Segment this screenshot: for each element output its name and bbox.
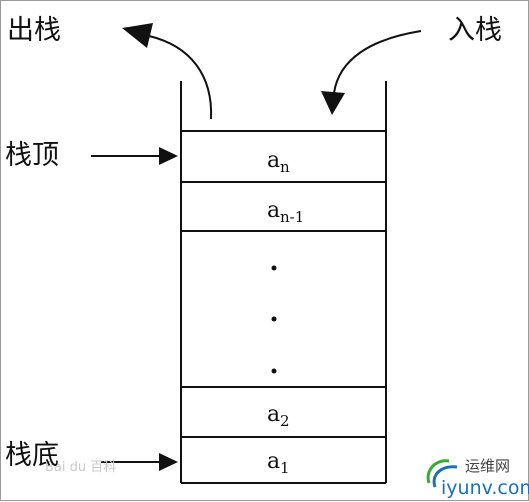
top-pointer-arrow bbox=[91, 147, 178, 165]
cell-an-base: a bbox=[267, 148, 280, 173]
cell-an-1-base: a bbox=[267, 198, 280, 223]
cell-an-1: a n-1 bbox=[267, 198, 304, 226]
cell-a2-sub: 2 bbox=[280, 412, 290, 430]
cell-a2-base: a bbox=[267, 402, 280, 427]
ellipsis-dot bbox=[271, 316, 277, 322]
baidu-watermark-text: Bai du 百科 bbox=[45, 460, 116, 475]
ellipsis-dots bbox=[271, 265, 277, 374]
cell-a1-base: a bbox=[267, 449, 280, 474]
stack-bottom-label: 栈底 bbox=[5, 440, 59, 471]
cell-an-sub: n bbox=[280, 158, 290, 176]
site-url: iyunv.com bbox=[441, 477, 529, 499]
push-label: 入栈 bbox=[448, 15, 502, 46]
ellipsis-dot bbox=[271, 368, 277, 374]
baidu-watermark: Bai du 百科 bbox=[45, 460, 116, 475]
ellipsis-dot bbox=[271, 265, 277, 271]
site-logo-icon bbox=[426, 459, 458, 488]
cell-a1: a 1 bbox=[267, 449, 290, 477]
pop-arrow bbox=[122, 23, 213, 120]
stack-top-label: 栈顶 bbox=[5, 140, 59, 171]
pop-label: 出栈 bbox=[7, 15, 61, 46]
cell-an: a n bbox=[267, 148, 290, 176]
bottom-pointer-arrow bbox=[101, 453, 178, 471]
push-arrow bbox=[321, 30, 422, 115]
site-name: 运维网 bbox=[465, 457, 511, 475]
cell-a1-sub: 1 bbox=[280, 459, 290, 477]
site-logo: 运维网 iyunv.com bbox=[421, 449, 529, 499]
cell-a2: a 2 bbox=[267, 402, 290, 430]
cell-an-1-sub: n-1 bbox=[280, 208, 304, 226]
